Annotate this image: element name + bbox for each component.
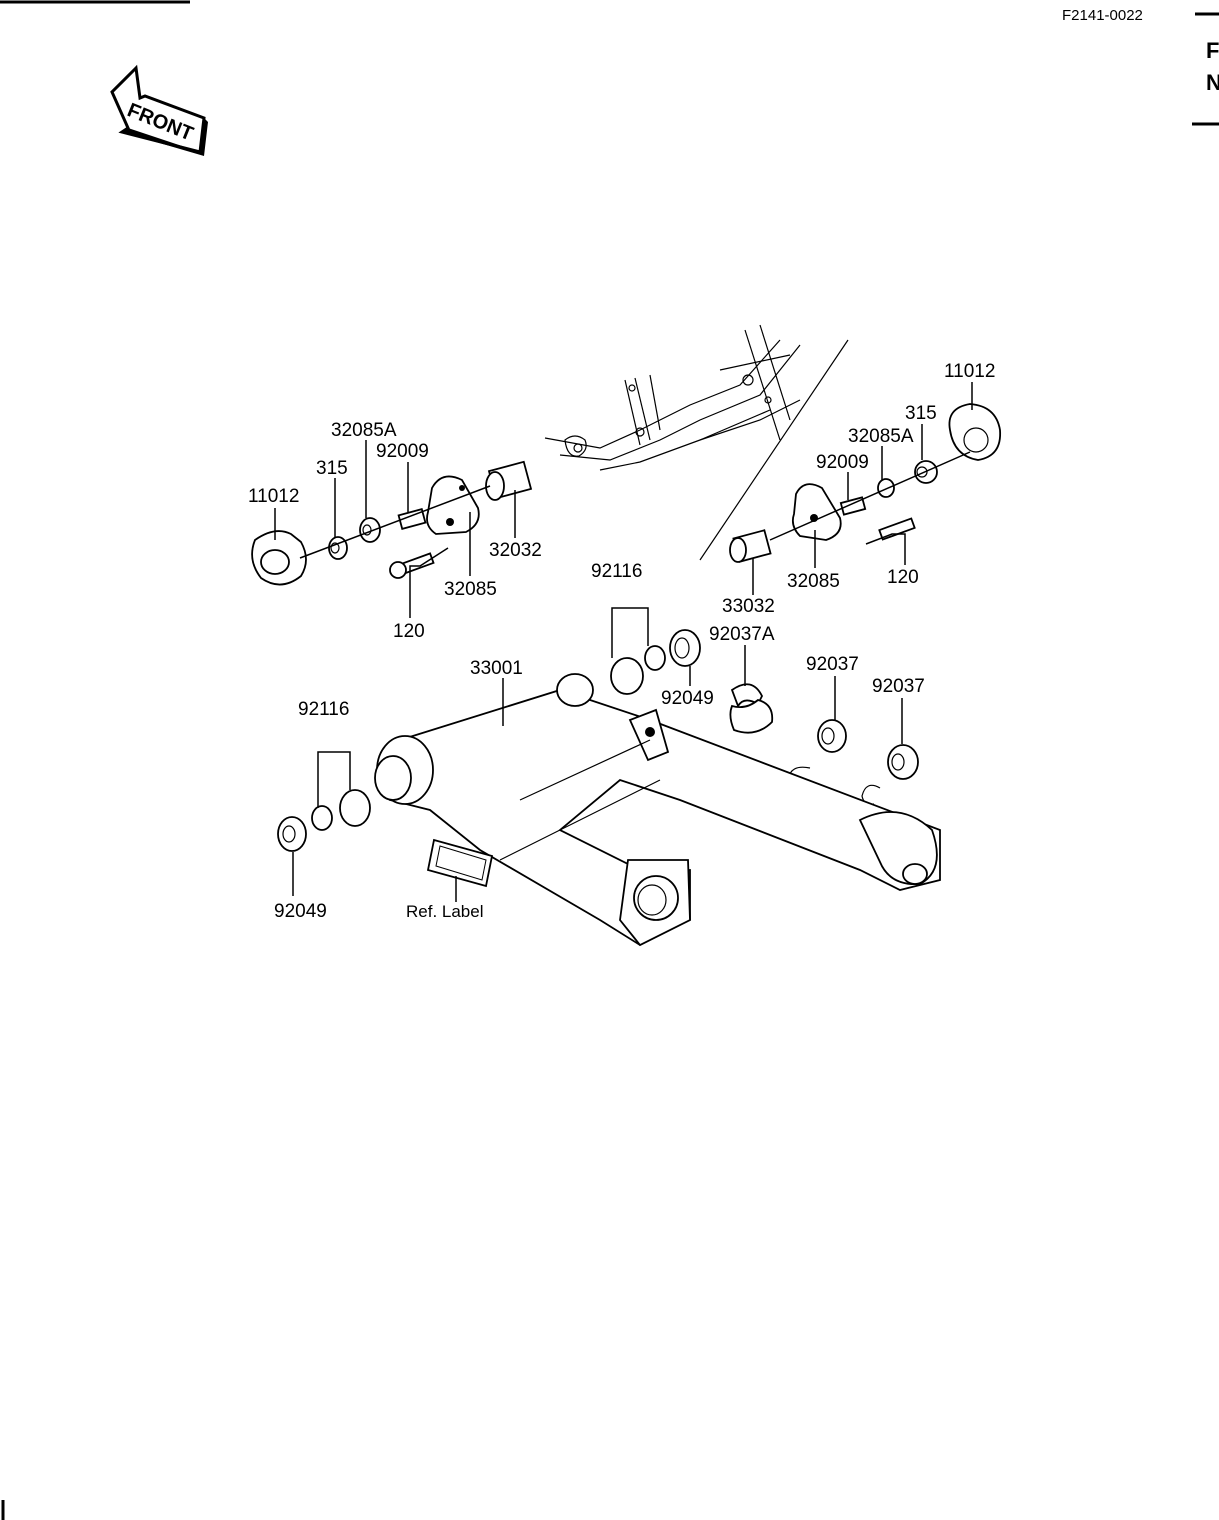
collar-315-left — [328, 536, 348, 560]
leader-120-left — [409, 547, 449, 618]
bushing-32085A-left — [359, 517, 381, 543]
label-32085A-left: 32085A — [331, 420, 397, 441]
label-92116-top: 92116 — [591, 561, 642, 582]
label-315-left: 315 — [316, 458, 348, 479]
label-92116-left: 92116 — [298, 699, 349, 720]
axis-line-left — [299, 485, 491, 559]
guard-92037A — [729, 683, 774, 734]
pivot-cap-left — [251, 530, 307, 586]
label-92009-right: 92009 — [816, 452, 869, 473]
bushing-32085A-right — [877, 478, 895, 498]
label-11012-right: 11012 — [944, 361, 995, 382]
bearing-92116-left — [311, 789, 371, 831]
label-315-right: 315 — [905, 403, 937, 424]
leader-92116-left — [317, 751, 351, 808]
diagram-code: F2141-0022 — [1062, 7, 1143, 24]
edge-glyph-f: F — [1206, 38, 1219, 63]
label-33032: 33032 — [722, 596, 775, 617]
spacer-32032 — [485, 460, 533, 501]
seal-92049-top — [669, 629, 701, 667]
frame-outline — [544, 324, 849, 561]
label-33001: 33001 — [470, 658, 523, 679]
label-92037A: 92037A — [709, 624, 775, 645]
pivot-shaft-92009-left — [397, 508, 427, 530]
front-arrow-icon: FRONT — [110, 64, 208, 156]
pivot-cap-right — [948, 403, 1001, 461]
seal-92049-left — [277, 816, 307, 852]
bushing-92037-b — [887, 744, 919, 780]
leader-120-right — [865, 533, 906, 565]
plate-32085-left — [426, 475, 480, 535]
label-92037-b: 92037 — [872, 676, 925, 697]
label-11012-left: 11012 — [248, 486, 299, 507]
swing-arm-33001 — [374, 673, 941, 947]
edge-glyph-n: N — [1206, 70, 1219, 95]
label-32032: 32032 — [489, 540, 542, 561]
label-ref-label: Ref. Label — [406, 902, 484, 921]
label-92009-left: 92009 — [376, 441, 429, 462]
bushing-92037-a — [817, 719, 847, 753]
label-92049-top: 92049 — [661, 688, 714, 709]
label-120-right: 120 — [887, 567, 919, 588]
bearing-92116-top — [610, 645, 666, 695]
axis-line-right — [769, 451, 971, 541]
ref-label-plate — [426, 838, 494, 888]
label-32085A-right: 32085A — [848, 426, 914, 447]
label-120-left: 120 — [393, 621, 425, 642]
leader-92116-top — [611, 607, 649, 658]
label-92037-a: 92037 — [806, 654, 859, 675]
label-32085-right: 32085 — [787, 571, 840, 592]
plate-32085-right — [791, 483, 842, 541]
label-92049-left: 92049 — [274, 901, 327, 922]
label-32085-left: 32085 — [444, 579, 497, 600]
spacer-33032 — [729, 529, 772, 563]
